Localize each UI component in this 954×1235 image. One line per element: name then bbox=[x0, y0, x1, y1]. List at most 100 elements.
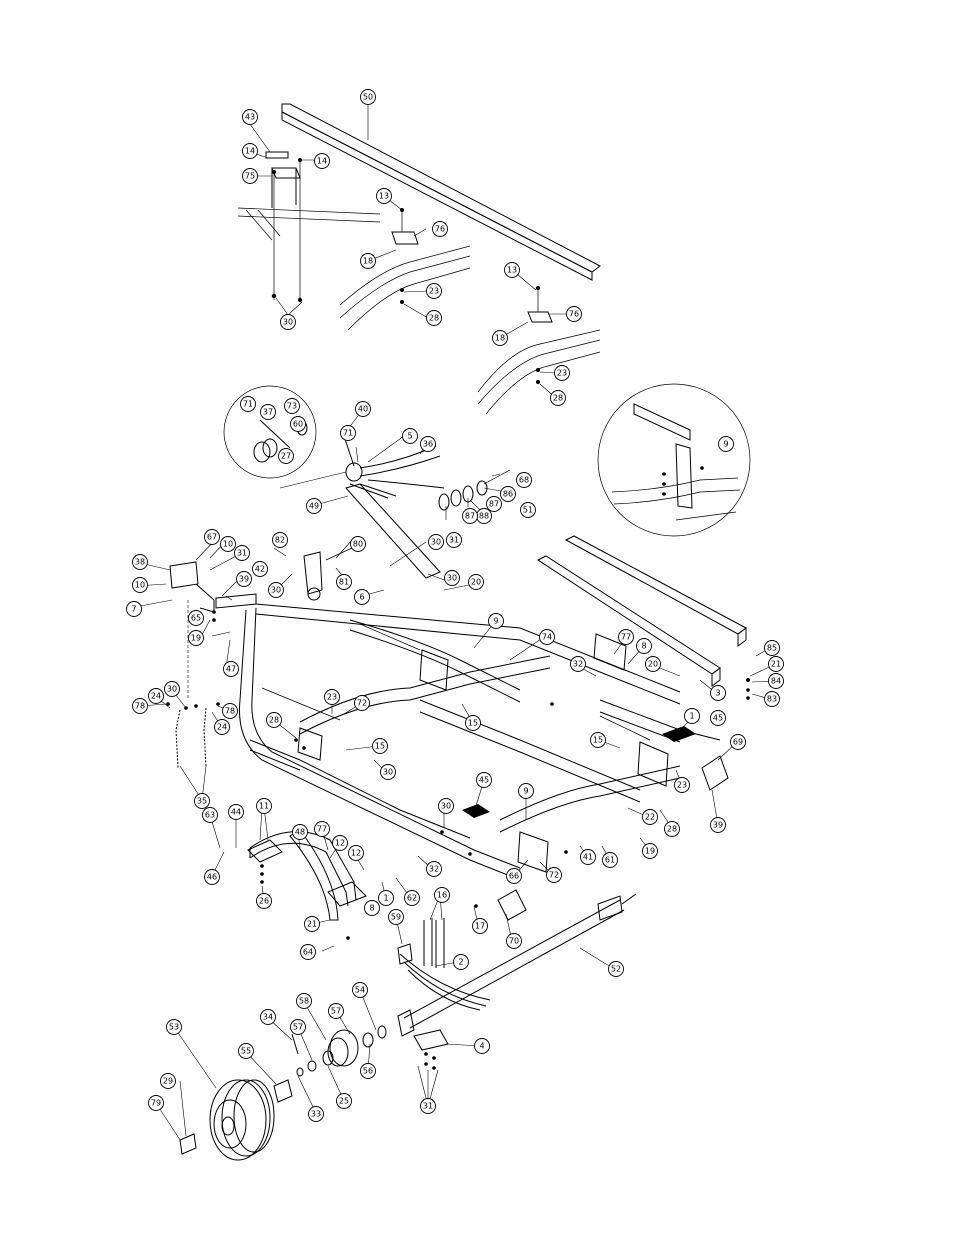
svg-text:75: 75 bbox=[245, 172, 255, 181]
callouts: 50 43 14 14 75 13 76 18 23 28 30 13 76 1… bbox=[126, 89, 784, 1122]
callout-bubble: 23 bbox=[554, 365, 570, 381]
svg-text:17: 17 bbox=[475, 922, 485, 931]
callout-bubble: 25 bbox=[336, 1093, 352, 1109]
svg-text:61: 61 bbox=[605, 856, 615, 865]
svg-text:53: 53 bbox=[169, 1023, 179, 1032]
svg-text:1: 1 bbox=[383, 894, 388, 903]
svg-text:13: 13 bbox=[379, 192, 389, 201]
bunk-pad-right bbox=[662, 726, 696, 742]
callout-bubble: 39 bbox=[710, 817, 726, 833]
svg-text:43: 43 bbox=[245, 113, 255, 122]
callout-bubble: 41 bbox=[580, 849, 596, 865]
callout-bubble: 80 bbox=[350, 536, 366, 552]
wheel-hub bbox=[329, 1029, 359, 1067]
svg-text:38: 38 bbox=[135, 558, 145, 567]
top-walkboard-assembly bbox=[237, 103, 601, 415]
svg-text:45: 45 bbox=[713, 714, 723, 723]
callout-bubble: 1 bbox=[684, 708, 700, 724]
svg-text:10: 10 bbox=[135, 581, 145, 590]
winch-strap bbox=[359, 445, 445, 489]
callout-bubble: 48 bbox=[292, 824, 308, 840]
callout-bubble: 76 bbox=[566, 306, 582, 322]
callout-bubble: 11 bbox=[256, 798, 272, 814]
svg-text:74: 74 bbox=[542, 633, 552, 642]
callout-bubble: 75 bbox=[242, 168, 258, 184]
svg-text:37: 37 bbox=[263, 408, 273, 417]
callout-bubble: 9 bbox=[718, 436, 734, 452]
svg-text:23: 23 bbox=[677, 781, 687, 790]
callout-bubble: 28 bbox=[550, 390, 566, 406]
svg-text:28: 28 bbox=[429, 314, 439, 323]
tire bbox=[209, 1079, 267, 1161]
callout-bubble: 26 bbox=[256, 893, 272, 909]
svg-text:21: 21 bbox=[307, 920, 317, 929]
mount-bracket-left bbox=[265, 151, 301, 208]
callout-bubble: 56 bbox=[360, 1063, 376, 1079]
svg-text:14: 14 bbox=[245, 147, 255, 156]
svg-text:28: 28 bbox=[667, 825, 677, 834]
callout-bubble: 44 bbox=[228, 804, 244, 820]
svg-text:73: 73 bbox=[287, 402, 297, 411]
callout-bubble: 69 bbox=[730, 734, 746, 750]
svg-text:76: 76 bbox=[435, 225, 445, 234]
tail-light-left bbox=[497, 889, 527, 921]
mount-bracket-mid bbox=[391, 231, 419, 245]
svg-text:77: 77 bbox=[621, 633, 631, 642]
svg-text:76: 76 bbox=[569, 310, 579, 319]
callout-bubble: 79 bbox=[148, 1095, 164, 1111]
callout-bubble: 1 bbox=[378, 890, 394, 906]
svg-text:77: 77 bbox=[317, 825, 327, 834]
safety-chain-left bbox=[175, 709, 181, 769]
callout-bubble: 21 bbox=[304, 916, 320, 932]
callout-bubble: 38 bbox=[132, 554, 148, 570]
callout-bubble: 14 bbox=[314, 153, 330, 169]
svg-text:22: 22 bbox=[645, 813, 655, 822]
callout-bubble: 10 bbox=[132, 577, 148, 593]
callout-bubble: 43 bbox=[242, 109, 258, 125]
svg-text:2: 2 bbox=[458, 958, 463, 967]
callout-bubble: 5 bbox=[402, 428, 418, 444]
callout-bubble: 32 bbox=[426, 861, 442, 877]
callout-bubble: 31 bbox=[446, 532, 462, 548]
svg-text:82: 82 bbox=[275, 536, 285, 545]
svg-text:72: 72 bbox=[357, 699, 367, 708]
detail-view-board-bracket bbox=[597, 383, 751, 537]
callout-bubble: 46 bbox=[204, 869, 220, 885]
svg-text:13: 13 bbox=[507, 266, 517, 275]
callout-bubble: 30 bbox=[380, 764, 396, 780]
callout-bubble: 58 bbox=[296, 993, 312, 1009]
callout-bubble: 31 bbox=[420, 1098, 436, 1114]
svg-text:16: 16 bbox=[437, 891, 447, 900]
callout-bubble: 83 bbox=[764, 691, 780, 707]
callout-bubble: 72 bbox=[546, 867, 562, 883]
callout-bubble: 35 bbox=[194, 793, 210, 809]
svg-text:26: 26 bbox=[259, 897, 269, 906]
svg-text:25: 25 bbox=[339, 1097, 349, 1106]
svg-text:41: 41 bbox=[583, 853, 593, 862]
callout-bubble: 8 bbox=[636, 638, 652, 654]
svg-text:42: 42 bbox=[255, 565, 265, 574]
callout-bubble: 76 bbox=[432, 221, 448, 237]
svg-text:62: 62 bbox=[407, 894, 417, 903]
svg-text:9: 9 bbox=[523, 787, 528, 796]
svg-text:19: 19 bbox=[645, 847, 655, 856]
callout-bubble: 9 bbox=[488, 613, 504, 629]
svg-text:20: 20 bbox=[471, 578, 481, 587]
callout-bubble: 20 bbox=[645, 656, 661, 672]
callout-bubble: 50 bbox=[360, 89, 376, 105]
svg-text:15: 15 bbox=[375, 742, 385, 751]
svg-text:11: 11 bbox=[259, 802, 269, 811]
callout-bubble: 6 bbox=[354, 589, 370, 605]
callout-bubble: 20 bbox=[468, 574, 484, 590]
callout-bubble: 9 bbox=[518, 783, 534, 799]
callout-bubble: 87 bbox=[462, 508, 478, 524]
svg-text:52: 52 bbox=[611, 965, 621, 974]
svg-text:85: 85 bbox=[767, 644, 777, 653]
callout-bubble: 72 bbox=[354, 695, 370, 711]
callout-bubble: 30 bbox=[280, 314, 296, 330]
svg-text:60: 60 bbox=[293, 420, 303, 429]
callout-bubble: 15 bbox=[590, 732, 606, 748]
svg-text:18: 18 bbox=[363, 257, 373, 266]
callout-bubble: 78 bbox=[132, 698, 148, 714]
svg-text:28: 28 bbox=[269, 716, 279, 725]
